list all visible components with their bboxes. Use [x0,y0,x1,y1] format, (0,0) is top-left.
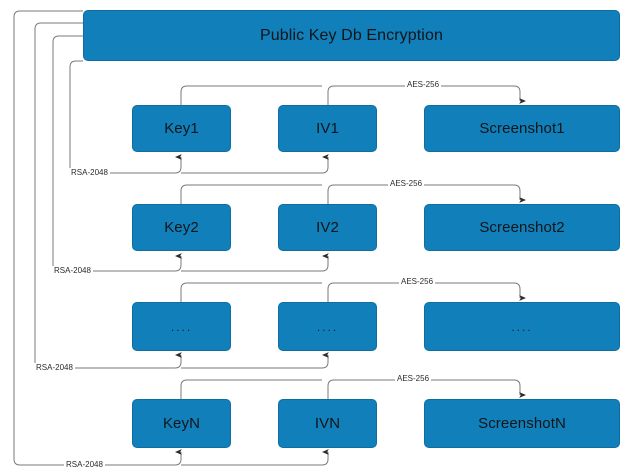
rsa-path-row-3-iv [181,352,329,369]
node-key-n[interactable]: KeyN [132,399,231,448]
rsa-path-row-4-iv [181,449,329,466]
edge-label-aes-row-2: AES-256 [388,179,425,189]
rsa-path-row-1-iv [181,154,329,174]
node-public-key-db-encryption[interactable]: Public Key Db Encryption [83,10,620,61]
node-screenshot-n[interactable]: ScreenshotN [424,399,620,448]
edge-label-rsa-row-3: RSA-2048 [34,363,75,373]
edge-label-aes-row-1: AES-256 [405,80,442,90]
node-screenshot-1[interactable]: Screenshot1 [424,105,620,152]
edge-label-rsa-row-1: RSA-2048 [69,168,110,178]
aes-key-path-row-4 [180,379,322,399]
node-iv-1[interactable]: IV1 [278,105,377,152]
aes-key-path-row-1 [180,85,322,105]
edge-label-rsa-row-2: RSA-2048 [52,266,93,276]
edge-label-aes-row-3: AES-256 [399,277,436,287]
aes-key-path-row-2 [180,184,322,204]
edge-label-rsa-row-4: RSA-2048 [64,460,105,470]
node-key-ellipsis[interactable]: .... [132,302,231,351]
node-key-1[interactable]: Key1 [132,105,231,152]
node-iv-ellipsis[interactable]: .... [278,302,377,351]
node-screenshot-2[interactable]: Screenshot2 [424,204,620,251]
node-screenshot-ellipsis[interactable]: .... [424,302,620,351]
node-key-2[interactable]: Key2 [132,204,231,251]
edge-label-aes-row-4: AES-256 [395,374,432,384]
node-iv-n[interactable]: IVN [278,399,377,448]
node-iv-2[interactable]: IV2 [278,204,377,251]
rsa-path-row-4 [13,10,182,466]
rsa-path-row-2-iv [181,253,329,272]
aes-key-path-row-3 [180,282,322,302]
